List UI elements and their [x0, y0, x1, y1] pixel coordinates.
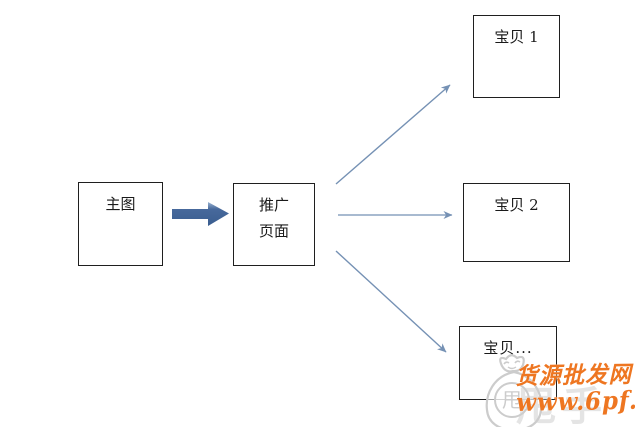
node-promo-page-label-line1: 推广 — [258, 196, 289, 214]
node-item2-label: 宝贝 2 — [494, 196, 539, 214]
node-item1-label: 宝贝 1 — [494, 28, 539, 46]
node-item-more-label: 宝贝... — [483, 339, 533, 357]
node-item2: 宝贝 2 — [463, 183, 570, 262]
node-promo-page-label-line2: 页面 — [258, 222, 289, 240]
block-arrow-main-to-promo — [172, 202, 229, 226]
thin-arrow-promo-to-item1 — [335, 84, 451, 185]
node-item1: 宝贝 1 — [473, 15, 560, 98]
node-main-image: 主图 — [78, 182, 163, 266]
node-main-image-label: 主图 — [105, 195, 136, 213]
node-promo-page: 推广 页面 — [233, 183, 315, 266]
thin-arrow-promo-to-item-more — [335, 250, 447, 353]
